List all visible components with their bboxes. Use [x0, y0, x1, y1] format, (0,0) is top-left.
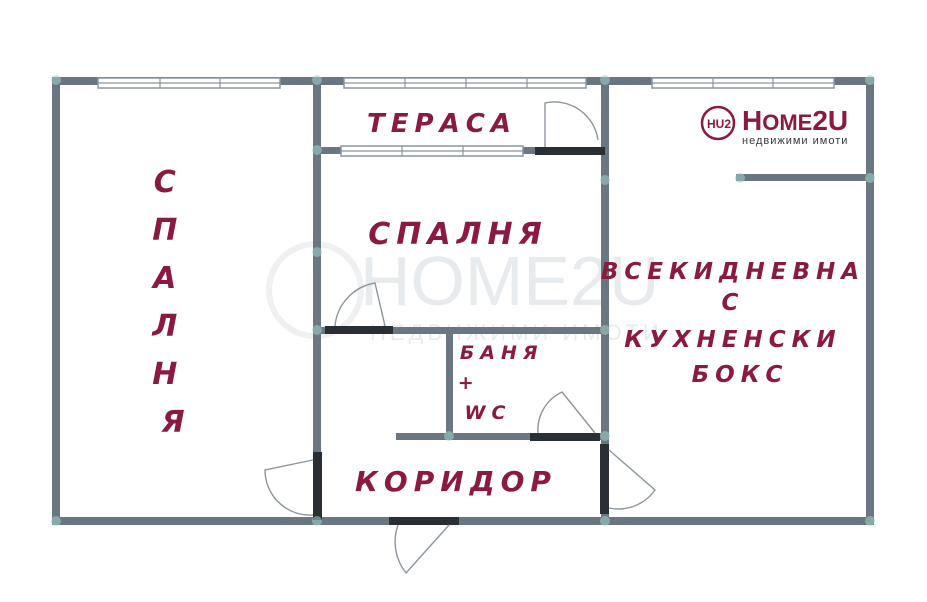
door-bedroom-left	[264, 452, 322, 520]
doors	[264, 101, 656, 575]
wall-center-right	[601, 77, 609, 525]
windows	[97, 77, 835, 157]
wall-living-stub	[736, 174, 872, 181]
logo-name: HOME2U	[742, 105, 848, 136]
window-terrace-inner	[340, 145, 524, 157]
window-top-left	[97, 77, 281, 89]
wall-bedroom-bottom	[317, 327, 607, 334]
wall-left	[52, 77, 60, 525]
label-bedroom-left: С П А Л Н Я	[151, 165, 200, 440]
wall-center-left	[313, 77, 321, 525]
watermark-name: HOME2U	[360, 242, 659, 320]
logo-mark: HU2	[707, 117, 731, 131]
window-top-right	[651, 77, 835, 89]
door-entrance	[389, 517, 459, 575]
wall-right	[866, 77, 874, 525]
room-labels: С П А Л Н Я ТЕРАСА СПАЛНЯ ВСЕКИДНЕВНА С …	[151, 109, 879, 498]
label-corridor: КОРИДОР	[355, 465, 557, 498]
label-bedroom-center: СПАЛНЯ	[368, 217, 547, 252]
door-bathroom	[530, 391, 600, 441]
door-living	[600, 444, 656, 514]
wall-top-right	[317, 77, 874, 85]
watermark: HOME2U НЕДВИЖИМИ ИМОТИ	[266, 241, 659, 345]
logo-mark-icon: HU2	[700, 105, 736, 141]
logo: HU2 HOME2U недвижими имоти	[700, 105, 848, 147]
label-bathroom: БАНЯ + WC	[458, 342, 556, 424]
label-living-room: ВСЕКИДНЕВНА С КУХНЕНСКИ БОКС	[601, 259, 879, 388]
wall-bath-bottom	[396, 433, 607, 440]
wall-nodes	[51, 75, 875, 526]
door-bedroom-center	[325, 282, 393, 334]
label-terrace: ТЕРАСА	[367, 109, 517, 139]
door-terrace	[535, 101, 605, 155]
wall-bath-left	[446, 330, 453, 440]
wall-bottom	[52, 517, 874, 525]
window-top-center	[343, 77, 587, 89]
logo-subtitle: недвижими имоти	[742, 135, 848, 147]
